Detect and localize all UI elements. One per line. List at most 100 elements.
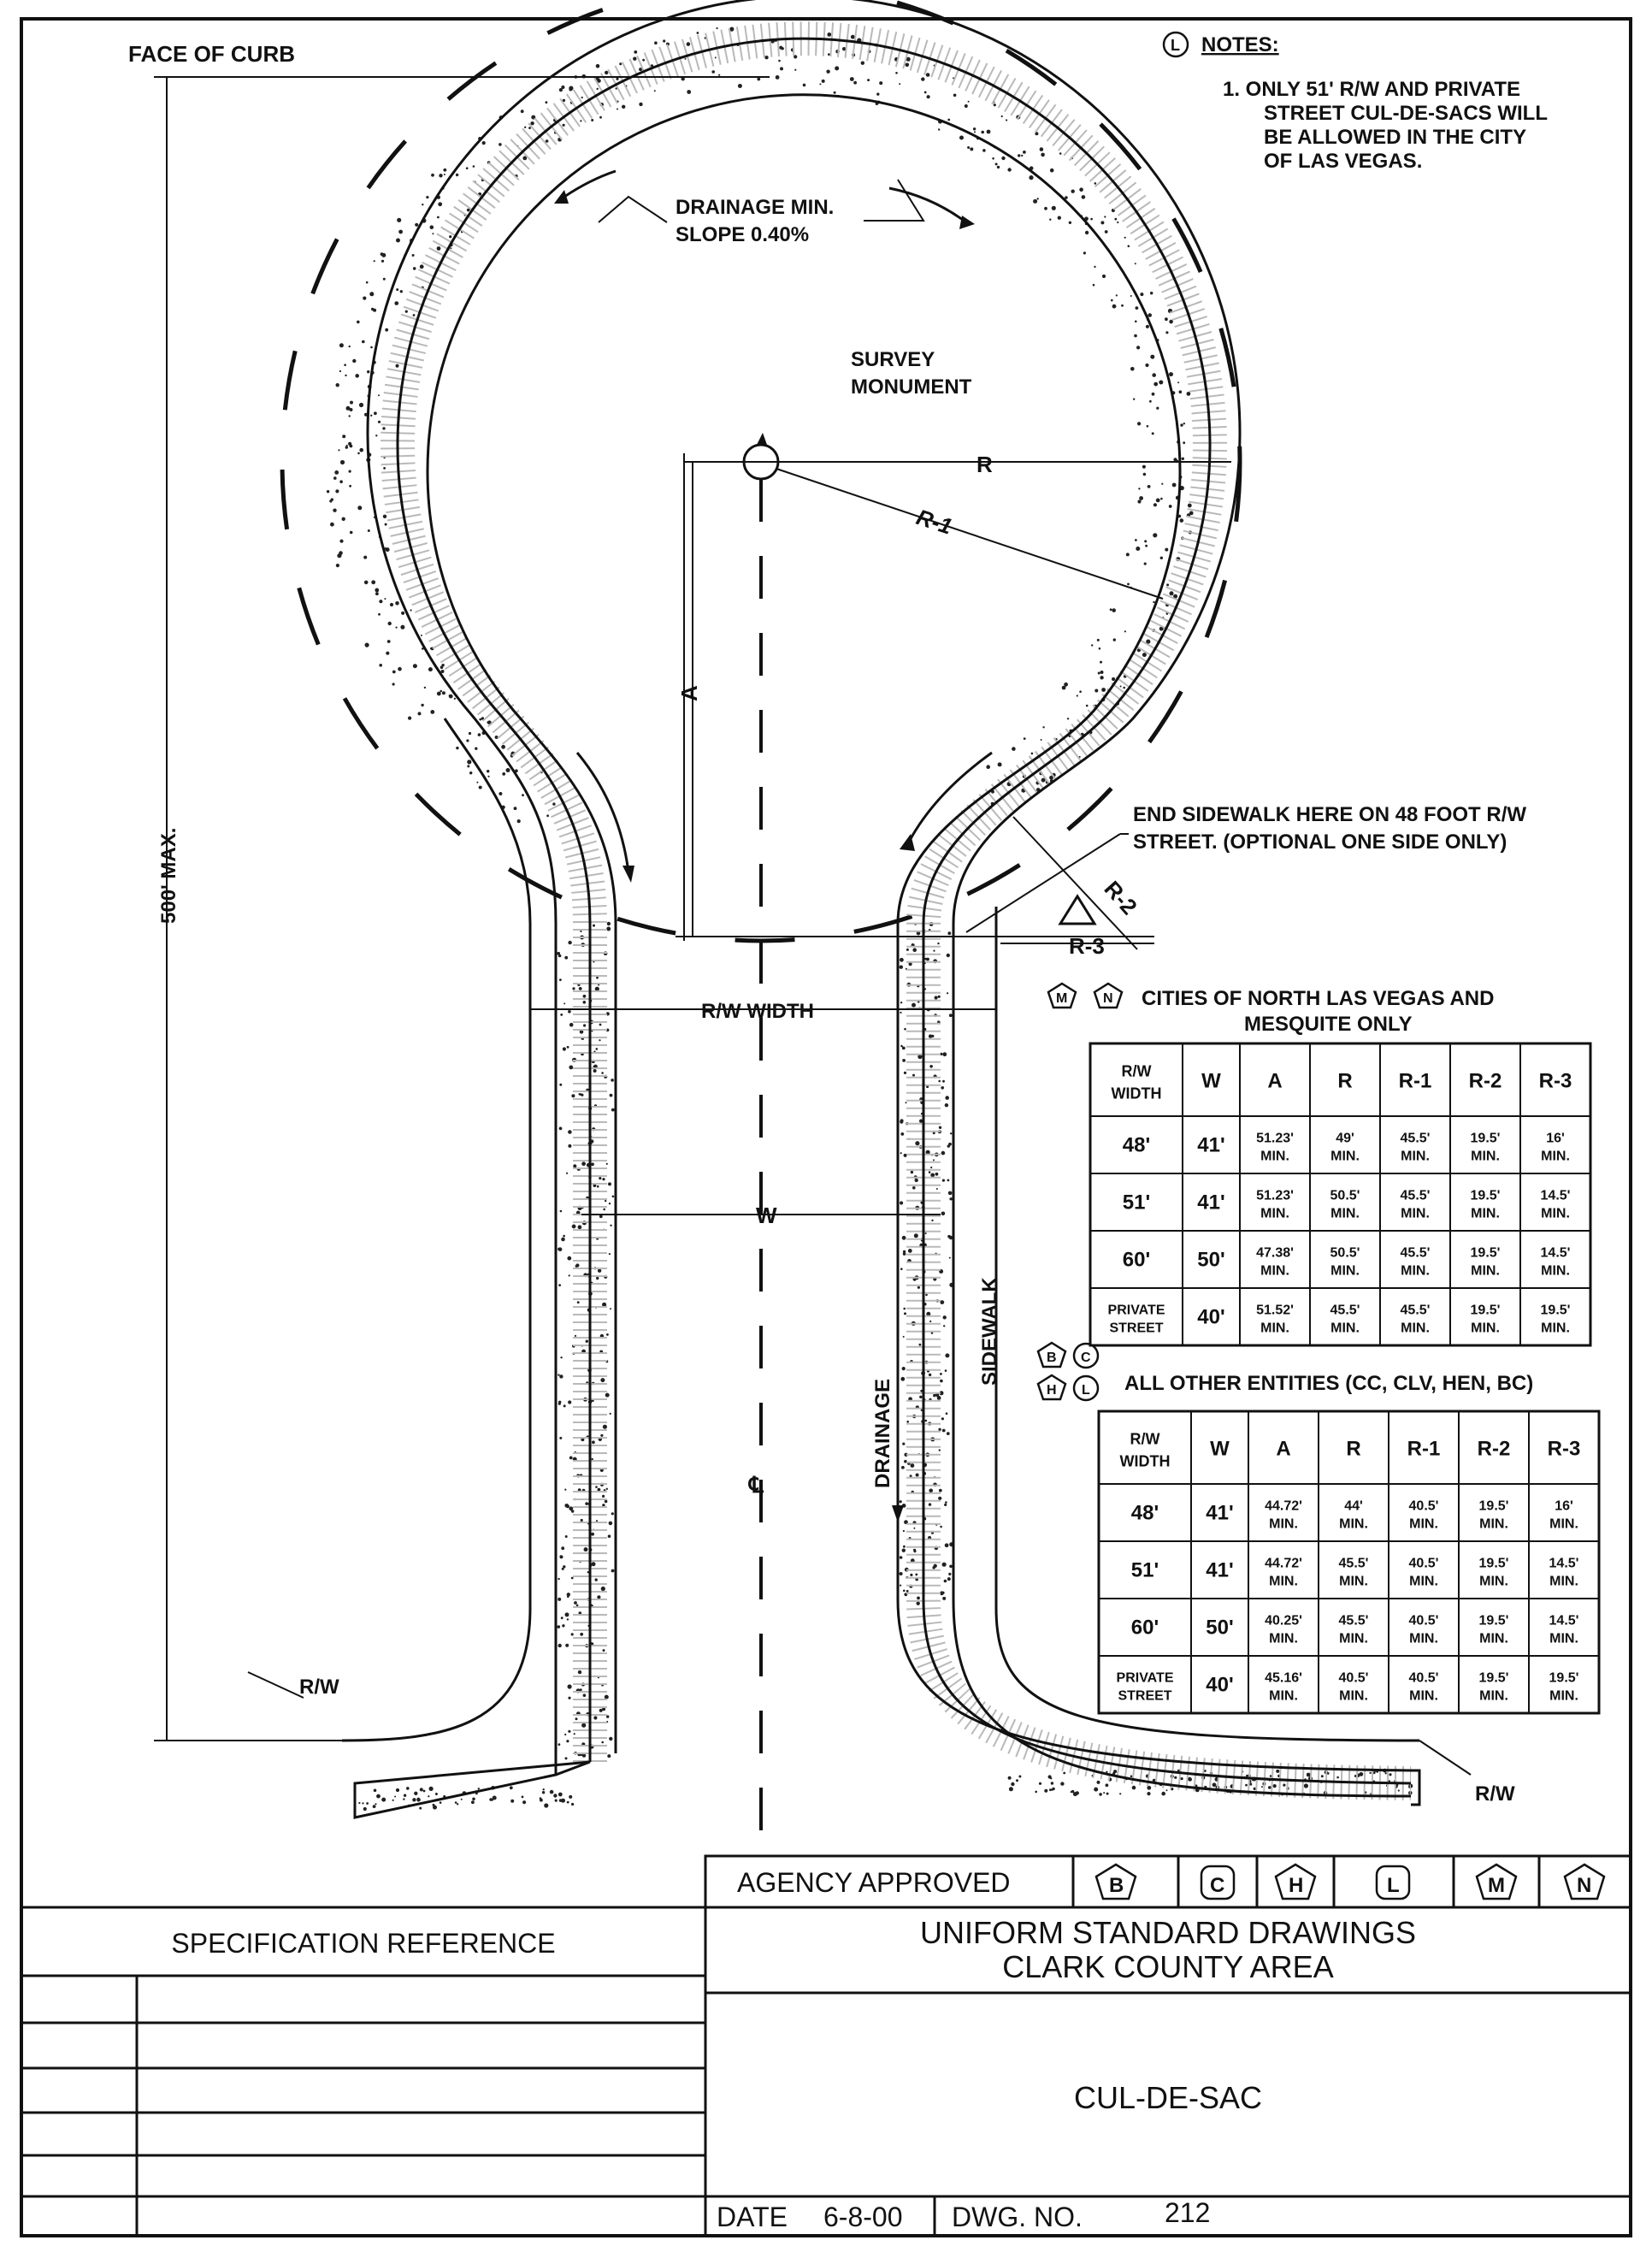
svg-text:N: N [1577,1874,1591,1897]
end-sidewalk-label-2: STREET. (OPTIONAL ONE SIDE ONLY) [1133,830,1507,854]
table-other-cell: MIN. [1269,1689,1298,1704]
table-nlv-cell: 60' [1123,1249,1150,1272]
table-nlv-header-cell: R-1 [1399,1070,1432,1093]
notes-title: NOTES: [1201,33,1279,56]
table-other-header-cell: R/W [1130,1431,1160,1448]
table-other-cell: MIN. [1479,1575,1508,1589]
end-sidewalk-leader [965,833,1121,933]
svg-text:C: C [1081,1351,1091,1365]
table-other-header-cell: W [1210,1438,1230,1461]
gutter-line [396,37,1412,1785]
table-other-cell: 40.5' [1409,1557,1439,1571]
table-other-cell: 40' [1206,1674,1233,1697]
table-nlv-heading: M N CITIES OF NORTH LAS VEGAS AND MESQUI… [1047,982,1494,1036]
table-other-cell: MIN. [1339,1575,1368,1589]
concrete-stipple [326,27,1413,1812]
note-line-4: OF LAS VEGAS. [1264,150,1422,173]
table-nlv-cell: 45.5' [1401,1246,1431,1261]
table-other-header-cell: R-1 [1407,1438,1441,1461]
svg-text:M: M [1056,991,1067,1006]
table-nlv-cell: MIN. [1330,1321,1360,1336]
table-nlv-header-cell: WIDTH [1112,1085,1162,1102]
notes-badge-l [1162,31,1189,58]
table-other-cell: 40.5' [1409,1499,1439,1514]
table-nlv-cell: 51.23' [1256,1132,1294,1146]
monument-label: MONUMENT [851,375,972,399]
approved-badge-b-icon: B [1094,1863,1137,1900]
sheet-border [20,17,1632,2237]
table-nlv-cell: MIN. [1401,1264,1430,1279]
approved-badge-c-icon: C [1200,1865,1236,1900]
svg-text:H: H [1289,1874,1303,1897]
table-other-cell: MIN. [1549,1575,1578,1589]
table-nlv-header-cell: A [1267,1070,1282,1093]
table-other-cell: MIN. [1409,1575,1438,1589]
table-other-cell: MIN. [1269,1632,1298,1646]
table-other-cell: MIN. [1339,1689,1368,1704]
agency-approved-label: AGENCY APPROVED [737,1867,1011,1898]
note-line-1: 1. ONLY 51' R/W AND PRIVATE [1223,78,1520,101]
table-nlv-cell: 41' [1197,1134,1224,1157]
svg-text:M: M [1488,1874,1505,1897]
svg-text:B: B [1047,1351,1057,1365]
table-other-cell: 19.5' [1479,1671,1509,1686]
table-nlv-cell: 19.5' [1471,1303,1501,1318]
slope-label: SLOPE 0.40% [676,223,809,246]
table-other-heading: B C H L ALL OTHER ENTITIES (CC, CLV, HEN… [1036,1341,1533,1402]
table-nlv-cell: MIN. [1401,1321,1430,1336]
approved-badge-h-icon: H [1274,1863,1317,1900]
table-other-cell: MIN. [1549,1517,1578,1532]
table-nlv-cell: MIN. [1471,1264,1500,1279]
table-other-header-cell: R-2 [1478,1438,1511,1461]
table-nlv-cell: MIN. [1330,1264,1360,1279]
table-other-frame [1097,1410,1601,1715]
table-nlv-title-1: CITIES OF NORTH LAS VEGAS AND [1142,987,1494,1010]
dwg-no-label: DWG. NO. [952,2202,1083,2232]
table-nlv-cell: MIN. [1260,1264,1289,1279]
approved-badge-m-icon: M [1475,1863,1518,1900]
notes-badge-letter: L [1171,37,1180,54]
table-other-cell: 45.16' [1265,1671,1302,1686]
table-nlv-frame [1089,1042,1592,1347]
table-other-cell: MIN. [1409,1632,1438,1646]
dwg-no-value: 212 [1165,2197,1210,2228]
table-nlv-cell: 50.5' [1330,1189,1360,1203]
r1-label: R-1 [913,504,955,539]
table-other-cell: 40.25' [1265,1614,1302,1628]
table-nlv-cell: MIN. [1471,1150,1500,1164]
table-other-cell: MIN. [1549,1689,1578,1704]
title-block [21,1854,1632,2236]
table-other-cell: MIN. [1269,1517,1298,1532]
table-nlv-header-cell: W [1201,1070,1221,1093]
table-other-cell: 50' [1206,1617,1233,1640]
table-nlv-cell: 45.5' [1330,1303,1360,1318]
agency-badge-b-icon: B [1036,1341,1067,1368]
end-sidewalk-label-1: END SIDEWALK HERE ON 48 FOOT R/W [1133,803,1526,826]
org-name-line-2: CLARK COUNTY AREA [1002,1949,1333,1984]
table-other-cell: MIN. [1479,1517,1508,1532]
sidewalk-end-left [353,1760,591,1819]
svg-text:L: L [1082,1383,1090,1398]
table-nlv-cell: MIN. [1471,1207,1500,1221]
table-other-cell: MIN. [1479,1689,1508,1704]
survey-label: SURVEY [851,348,935,371]
rw-line-right [994,907,1420,1742]
max-length-label: 500' MAX. [157,828,180,924]
table-nlv-cell: 50.5' [1330,1246,1360,1261]
table-nlv-cell: 16' [1546,1132,1565,1146]
agency-badge-m-icon: M [1047,982,1077,1009]
agency-approved-badges: B C H L M N [1094,1863,1606,1900]
table-nlv-cell: 14.5' [1541,1189,1571,1203]
table-nlv-cell: 41' [1197,1191,1224,1215]
table-nlv-header-cell: R-2 [1469,1070,1502,1093]
r3-label: R-3 [1069,933,1105,959]
drainage-arrowheads [554,190,975,1522]
org-name-line-1: UNIFORM STANDARD DRAWINGS [920,1915,1416,1950]
table-other-cell: MIN. [1269,1575,1298,1589]
table-other-cell: MIN. [1549,1632,1578,1646]
drainage-label: DRAINAGE [871,1379,894,1488]
table-other-cell: MIN. [1339,1632,1368,1646]
sidewalk-end-right [1411,1769,1421,1806]
